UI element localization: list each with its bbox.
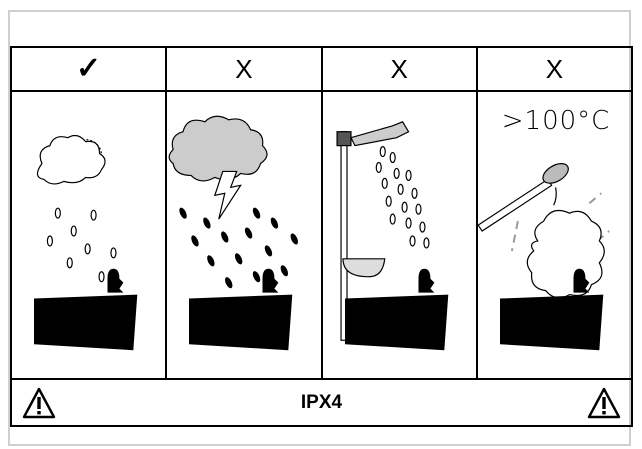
warning-icon [587, 387, 621, 418]
shower-spray-icon [335, 121, 448, 351]
ip-rating-table: ✓ X X X [10, 46, 633, 427]
illustration-row: >100°C [12, 92, 631, 380]
temperature-label: >100°C [501, 106, 611, 136]
header-row: ✓ X X X [12, 48, 631, 92]
footer-row: IPX4 [12, 380, 631, 425]
ip-rating-label: IPX4 [300, 391, 343, 413]
panel-light-rain [12, 92, 168, 378]
thunderstorm-heavy-rain-icon [168, 115, 299, 351]
panel-shower [323, 92, 478, 378]
rain-cloud-sun-icon [34, 134, 138, 351]
warning-icon [22, 387, 56, 418]
cross-icon: X [545, 54, 564, 84]
panel-steam: >100°C [477, 92, 631, 378]
steam-cleaner-icon [477, 163, 610, 351]
cross-icon: X [167, 48, 323, 90]
cross-icon: X [323, 48, 478, 90]
check-icon: ✓ [12, 48, 168, 90]
outer-frame [8, 10, 631, 446]
panel-heavy-rain [167, 92, 323, 378]
